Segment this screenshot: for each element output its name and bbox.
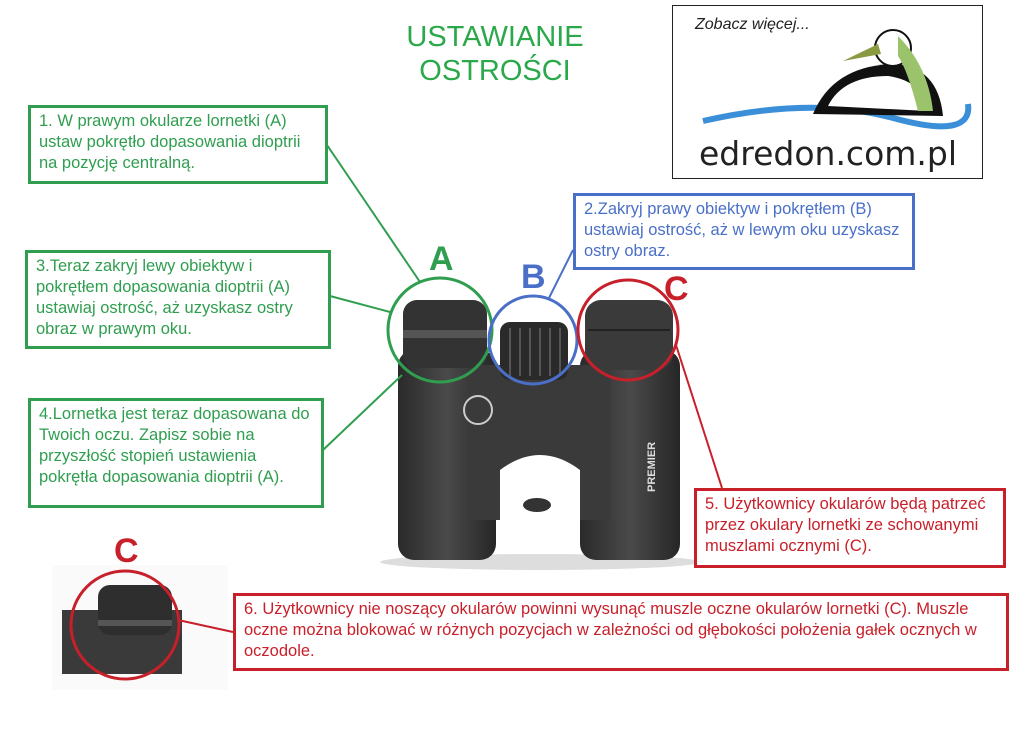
logo-banner[interactable]: Zobacz więcej... edredon.com.pl xyxy=(672,5,983,179)
connector-step2 xyxy=(547,249,574,301)
connector-step1 xyxy=(326,144,421,283)
right-eyepiece xyxy=(585,300,673,370)
circle-b xyxy=(487,294,579,386)
connector-step6 xyxy=(177,619,234,633)
eider-duck-logo-icon xyxy=(702,29,972,130)
label-b: B xyxy=(521,258,546,296)
title-line-2: OSTROŚCI xyxy=(419,55,571,87)
connector-step4 xyxy=(322,374,403,451)
step-5-box: 5. Użytkownicy okularów będą patrzeć prz… xyxy=(694,488,1006,568)
circle-c xyxy=(576,278,680,382)
page-title: USTAWIANIE OSTROŚCI xyxy=(360,20,630,88)
circle-a xyxy=(386,276,494,384)
step-6-box: 6. Użytkownicy nie noszący okularów powi… xyxy=(233,593,1009,671)
inset-circle-c xyxy=(69,569,181,681)
brand-emblem xyxy=(463,395,493,425)
brand-label: PREMIER xyxy=(646,442,658,492)
connector-step3 xyxy=(329,295,391,313)
title-line-1: USTAWIANIE xyxy=(406,21,584,53)
step-3-box: 3.Teraz zakryj lewy obiektyw i pokrętłem… xyxy=(25,250,331,349)
logo-tagline: Zobacz więcej... xyxy=(695,16,810,33)
step-2-box: 2.Zakryj prawy obiektyw i pokrętłem (B) … xyxy=(573,193,915,270)
connector-step5 xyxy=(675,344,723,489)
step-1-box: 1. W prawym okularze lornetki (A) ustaw … xyxy=(28,105,328,184)
bridge xyxy=(470,365,610,520)
logo-site: edredon.com.pl xyxy=(699,134,958,173)
label-c: C xyxy=(664,270,689,308)
label-a: A xyxy=(429,240,454,278)
step-4-box: 4.Lornetka jest teraz dopasowana do Twoi… xyxy=(28,398,324,508)
label-c-inset: C xyxy=(114,532,139,570)
